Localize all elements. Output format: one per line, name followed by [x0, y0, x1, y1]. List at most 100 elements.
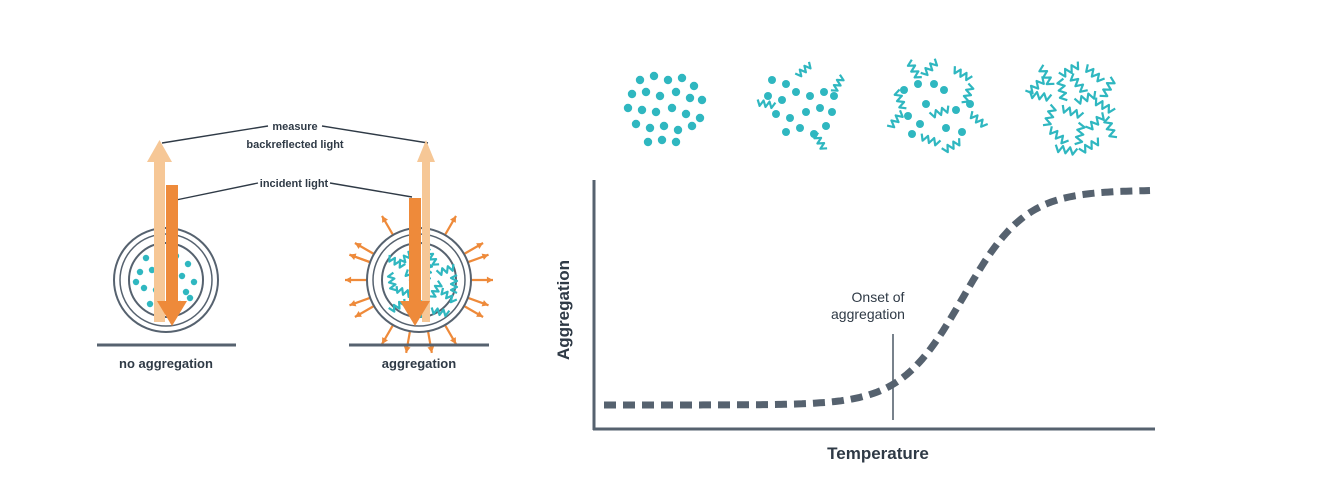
monomer-dot	[659, 121, 669, 131]
aggregate-squiggle	[440, 287, 458, 304]
aggregate-squiggle	[1085, 112, 1105, 131]
aggregate-squiggle	[430, 307, 451, 318]
aggregate-squiggle	[1038, 64, 1055, 86]
scatter-arrow-head	[354, 243, 362, 249]
monomer-dot	[802, 108, 810, 116]
monomer-dot	[184, 260, 192, 268]
monomer-dot	[190, 278, 198, 286]
monomer-dot	[816, 104, 824, 112]
no-aggregation-label: no aggregation	[119, 356, 213, 371]
aggregate-squiggle	[1085, 64, 1105, 83]
monomer-dot	[768, 76, 776, 84]
backreflected-light-beam	[154, 160, 165, 322]
monomer-dot	[942, 124, 950, 132]
monomer-dot	[637, 105, 647, 115]
scatter-arrow-head	[345, 276, 352, 284]
scattered-light-arrows	[345, 215, 493, 354]
monomer-dot	[641, 87, 651, 97]
monomer-dot	[792, 88, 800, 96]
monomer-dot	[916, 120, 924, 128]
scatter-arrow-head	[354, 311, 362, 317]
aggregate-squiggle	[1028, 90, 1053, 102]
right-panel: Onset of aggregation Temperature Aggrega…	[554, 58, 1155, 463]
monomer-dot	[643, 137, 653, 147]
monomer-dot	[796, 124, 804, 132]
monomer-dot	[645, 123, 655, 133]
incident-light-beam	[166, 185, 178, 303]
aggregate-squiggle	[1078, 137, 1100, 154]
monomer-dot	[695, 113, 705, 123]
aggregate-squiggle	[906, 59, 922, 79]
incident-arrowhead	[400, 301, 430, 326]
aggregate-squiggle	[386, 271, 397, 292]
monomer-dot	[908, 130, 916, 138]
incident-leader-right	[329, 182, 413, 198]
aggregate-squiggle	[388, 254, 406, 269]
monomer-dot	[677, 73, 687, 83]
monomer-dot	[140, 284, 148, 292]
monomer-dot	[627, 89, 637, 99]
incident-arrowhead	[157, 301, 187, 326]
monomer-dot	[697, 95, 707, 105]
monomer-dot	[782, 80, 790, 88]
monomer-dot	[806, 92, 814, 100]
measure-leader-right	[321, 125, 429, 144]
monomer-dot	[922, 100, 930, 108]
cluster-monomers	[623, 71, 707, 147]
aggregate-squiggle	[953, 66, 973, 82]
monomer-dot	[667, 103, 677, 113]
monomer-dot	[786, 114, 794, 122]
monomer-dot	[782, 128, 790, 136]
incident-leader-left	[175, 182, 259, 201]
monomer-dot	[142, 254, 150, 262]
capillary-no-aggregation	[113, 140, 219, 333]
aggregate-squiggle	[435, 263, 455, 276]
incident-light-label: incident light	[260, 178, 329, 190]
monomer-dot	[649, 71, 659, 81]
aggregate-squiggle	[1099, 76, 1116, 98]
aggregate-squiggle	[794, 61, 812, 78]
monomer-dot	[651, 107, 661, 117]
aggregate-squiggle	[1042, 103, 1057, 127]
aggregate-squiggle	[1103, 115, 1118, 139]
monomer-dot	[689, 81, 699, 91]
aggregate-squiggle	[830, 74, 845, 92]
monomer-dot	[772, 110, 780, 118]
scatter-arrow-head	[476, 243, 484, 249]
monomer-dot	[635, 75, 645, 85]
monomer-dot	[655, 91, 665, 101]
scatter-arrow-head	[349, 300, 357, 307]
aggregate-squiggle	[920, 58, 939, 77]
monomer-dot	[671, 87, 681, 97]
monomer-dot	[631, 119, 641, 129]
scatter-arrow-head	[382, 337, 388, 345]
measure-label: measure	[272, 121, 317, 133]
capillary-aggregation	[345, 140, 493, 354]
aggregate-squiggle	[941, 138, 961, 154]
scatter-arrow-head	[450, 337, 456, 345]
monomer-dot	[822, 122, 830, 130]
aggregate-squiggle	[1049, 126, 1069, 145]
scatter-arrow-head	[450, 215, 456, 223]
monomer-dot	[146, 300, 154, 308]
monomer-dot	[182, 288, 190, 296]
aggregate-squiggle	[961, 82, 975, 104]
aggregate-squiggle	[969, 110, 989, 128]
monomer-dot	[673, 125, 683, 135]
cluster-mid-aggregation	[886, 58, 989, 154]
monomer-dot	[663, 75, 673, 85]
monomer-dot	[657, 135, 667, 145]
aggregate-squiggle	[886, 109, 904, 129]
aggregate-squiggle	[1025, 76, 1045, 95]
monomer-dot	[958, 128, 966, 136]
backreflected-arrowhead	[417, 140, 435, 162]
monomer-dot	[685, 93, 695, 103]
monomer-dot	[904, 112, 912, 120]
aggregate-squiggle	[1061, 104, 1085, 119]
monomer-dot	[778, 96, 786, 104]
monomer-dot	[136, 268, 144, 276]
monomer-dot	[952, 106, 960, 114]
scatter-arrow-head	[403, 346, 411, 353]
monomer-dot	[940, 86, 948, 94]
